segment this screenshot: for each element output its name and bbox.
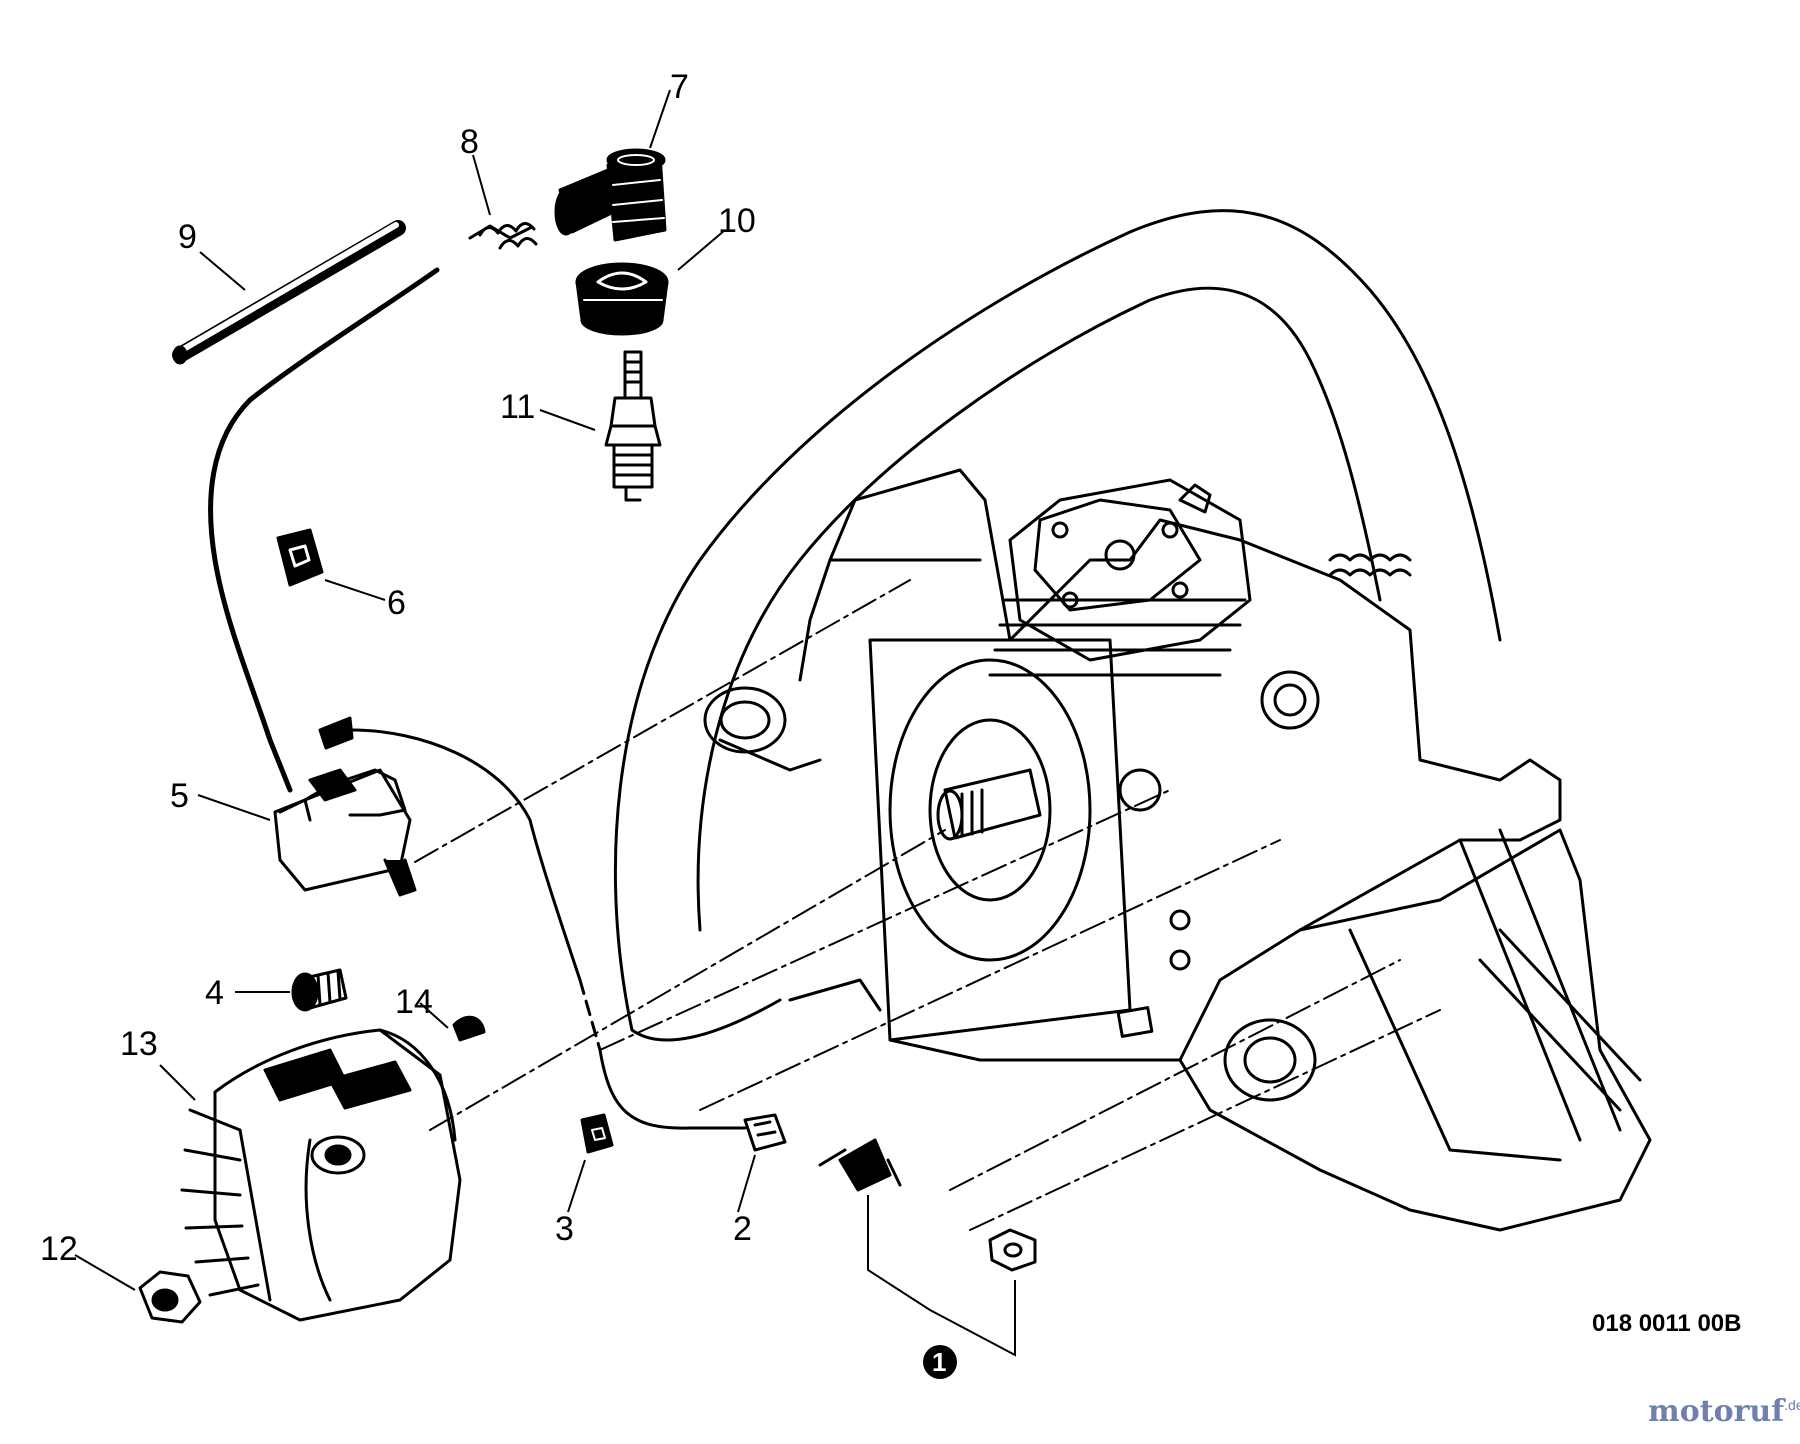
part-5-lead-wire bbox=[208, 267, 440, 793]
watermark-text: motoruf bbox=[1648, 1394, 1785, 1429]
callout-1: 1 bbox=[932, 1347, 946, 1377]
leader-lines bbox=[74, 89, 1016, 1357]
part-7-boot bbox=[554, 148, 667, 242]
callouts: 7 8 9 10 11 6 5 4 14 13 12 3 2 1 bbox=[40, 68, 957, 1379]
callout-11: 11 bbox=[500, 388, 535, 426]
part-8-clip bbox=[468, 222, 538, 250]
callout-14: 14 bbox=[395, 983, 433, 1021]
callout-4: 4 bbox=[205, 974, 224, 1012]
part-1-kit bbox=[818, 1138, 1037, 1272]
callout-7: 7 bbox=[670, 68, 689, 106]
watermark-suffix: .de bbox=[1784, 1397, 1800, 1413]
part-12-nut bbox=[138, 1270, 202, 1324]
callout-10: 10 bbox=[718, 202, 756, 240]
part-10-grommet bbox=[575, 262, 669, 336]
part-14-key bbox=[452, 1015, 486, 1042]
part-11-spark-plug bbox=[604, 350, 662, 502]
part-3-clip bbox=[580, 1113, 614, 1154]
part-9-hose bbox=[172, 220, 406, 365]
callout-2: 2 bbox=[733, 1210, 752, 1248]
part-13-flywheel bbox=[180, 1028, 462, 1322]
watermark-logo: motoruf.de bbox=[1648, 1394, 1800, 1429]
part-6-clip bbox=[276, 528, 324, 587]
callout-12: 12 bbox=[40, 1230, 78, 1268]
part-2-connector bbox=[743, 1113, 787, 1152]
callout-1-disc bbox=[923, 1345, 957, 1379]
part-5-ignition-module bbox=[273, 716, 747, 1130]
callout-8: 8 bbox=[460, 123, 479, 161]
callout-6: 6 bbox=[387, 584, 406, 622]
callout-3: 3 bbox=[555, 1210, 574, 1248]
callout-13: 13 bbox=[120, 1025, 158, 1063]
part-4-screw bbox=[291, 968, 348, 1012]
assembly-lines bbox=[414, 579, 1441, 1231]
callout-5: 5 bbox=[170, 777, 189, 815]
drawing-code: 018 0011 00B bbox=[1592, 1310, 1742, 1337]
chainsaw-body bbox=[613, 209, 1652, 1232]
callout-9: 9 bbox=[178, 218, 197, 256]
